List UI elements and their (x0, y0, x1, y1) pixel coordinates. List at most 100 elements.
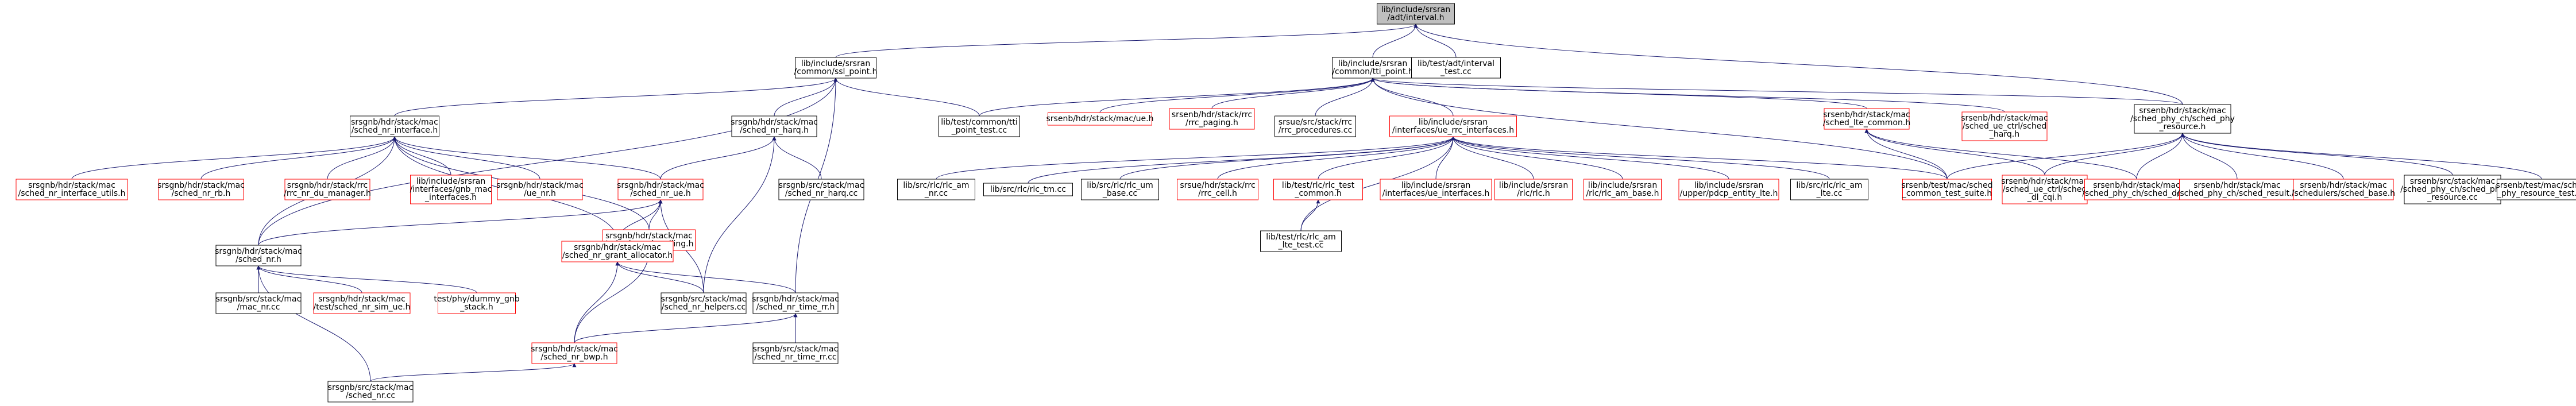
file-node[interactable]: srsgnb/hdr/stack/mac/sched_nr_grant_allo… (561, 241, 674, 262)
file-node[interactable]: srsenb/hdr/stack/mac/sched_phy_ch/sched_… (2082, 179, 2191, 200)
file-node-label: srsue/hdr/stack/rrc (1180, 181, 1255, 190)
file-node-label: srsue/src/stack/rrc (1279, 118, 1352, 127)
file-node[interactable]: srsgnb/src/stack/mac/mac_nr.cc (215, 292, 302, 314)
file-node[interactable]: srsgnb/src/stack/mac/sched_nr.cc (327, 381, 414, 403)
file-node[interactable]: lib/include/srsran/interfaces/gnb_mac_in… (410, 175, 492, 204)
file-node[interactable]: srsgnb/hdr/stack/mac/sched_nr_interface.… (350, 115, 439, 137)
file-node-box (1411, 57, 1501, 79)
file-node[interactable]: srsgnb/hdr/stack/mac/sched_nr.h (215, 245, 302, 266)
file-node[interactable]: srsenb/hdr/stack/mac/sched_ue_ctrl/sched… (2001, 175, 2088, 204)
file-node-label: srsenb/test/mac/sched (2496, 181, 2576, 190)
file-node-label: /sched_nr_interface_utils.h (18, 189, 126, 198)
file-node[interactable]: lib/src/rlc/rlc_um_base.cc (1081, 179, 1159, 200)
file-node-label: _resource.cc (2427, 193, 2477, 202)
file-node[interactable]: srsenb/test/mac/sched_common_test_suite.… (1901, 179, 1993, 200)
file-node[interactable]: lib/test/common/tti_point_test.cc (939, 115, 1020, 137)
dependency-edge (1451, 136, 1729, 180)
file-node[interactable]: lib/src/rlc/rlc_am_lte.cc (1790, 179, 1868, 200)
file-node[interactable]: srsgnb/hdr/stack/mac/sched_nr_rb.h (157, 179, 245, 200)
dependency-edge (394, 78, 838, 117)
file-node-box (1377, 3, 1455, 25)
file-node-label: srsgnb/src/stack/mac (779, 181, 864, 190)
file-node[interactable]: srsenb/hdr/stack/mac/schedulers/sched_ba… (2292, 179, 2395, 200)
file-node-box (327, 381, 414, 403)
file-node[interactable]: srsue/src/stack/rrc/rrc_procedures.cc (1275, 115, 1356, 137)
file-node[interactable]: srsgnb/hdr/stack/mac/ue_nr.h (496, 179, 584, 200)
file-node-label: /sched_phy_ch/sched_result.h (2177, 189, 2297, 198)
file-node[interactable]: srsgnb/src/stack/mac/sched_nr_harq.cc (778, 179, 864, 200)
file-node-label: srsgnb/hdr/stack/mac (731, 118, 818, 127)
file-node-box (1584, 179, 1662, 200)
file-node[interactable]: srsenb/hdr/stack/mac/sched_ue_ctrl/sched… (1961, 111, 2048, 141)
file-node-label: srsenb/hdr/stack/mac (2300, 181, 2386, 190)
dependency-edge (1864, 129, 1948, 180)
file-node-box (1273, 179, 1363, 200)
file-node[interactable]: lib/include/srsran/interfaces/ue_interfa… (1380, 179, 1492, 200)
file-node-label: lib/src/rlc/rlc_um (1087, 181, 1153, 190)
file-node[interactable]: srsgnb/hdr/stack/mac/sched_nr_bwp.h (531, 342, 618, 364)
file-node-label: _test.cc (1440, 67, 1472, 76)
file-node[interactable]: lib/test/rlc/rlc_test_common.h (1273, 179, 1363, 200)
file-node-label: _stack.h (459, 303, 493, 312)
file-node-label: /common/tti_point.h (1332, 67, 1413, 76)
file-node-box (1389, 115, 1517, 137)
file-node-label: srsenb/hdr/stack/mac (2001, 177, 2088, 186)
file-node-box (983, 183, 1073, 196)
file-node-label: /sched_ue_ctrl/sched (2003, 185, 2087, 194)
file-node-label: /rlc/rlc_am_base.h (1586, 189, 1659, 198)
file-node[interactable]: srsgnb/hdr/stack/rrc/rrc_nr_du_manager.h (284, 179, 371, 200)
file-node-box (939, 115, 1020, 137)
file-node-label: _base.cc (1102, 189, 1137, 198)
file-node[interactable]: srsue/hdr/stack/rrc/rrc_cell.h (1177, 179, 1258, 200)
file-node-label: /mac_nr.cc (237, 303, 280, 312)
file-node-box (2404, 175, 2501, 204)
file-node-box (158, 179, 244, 200)
dependency-edge (615, 261, 704, 293)
file-node[interactable]: lib/include/srsran/adt/interval.h (1377, 3, 1455, 25)
file-node[interactable]: srsgnb/hdr/stack/mac/sched_nr_harq.h (731, 115, 818, 137)
file-node-label: /sched_nr_time_rr.h (756, 303, 835, 312)
file-node[interactable]: srsenb/test/mac/sched_phy_resource_test.… (2496, 179, 2576, 200)
dependency-edge (392, 136, 661, 180)
file-nodes: lib/include/srsran/adt/interval.h lib/inc… (16, 3, 2576, 403)
file-node-label: srsgnb/hdr/stack/rrc (287, 181, 368, 190)
file-node-label: srsenb/hdr/stack/mac (2193, 181, 2280, 190)
file-node[interactable]: srsenb/hdr/stack/mac/sched_lte_common.h (1823, 108, 1910, 130)
file-node-label: /interfaces/gnb_mac (410, 185, 492, 194)
file-node[interactable]: lib/test/adt/interval_test.cc (1411, 57, 1501, 79)
file-node[interactable]: srsenb/src/stack/mac/sched_phy_ch/sched_… (2400, 175, 2505, 204)
file-node[interactable]: lib/include/srsran/interfaces/ue_rrc_int… (1389, 115, 1517, 137)
file-node-label: /rrc_cell.h (1198, 189, 1237, 198)
file-node[interactable]: lib/include/srsran/common/tti_point.h (1332, 57, 1413, 79)
file-node[interactable]: srsgnb/hdr/stack/mac/sched_nr_time_rr.h (752, 292, 839, 314)
file-node-label: /sched_lte_common.h (1823, 118, 1910, 127)
file-node[interactable]: test/phy/dummy_gnb_stack.h (434, 292, 520, 314)
file-node-box (1081, 179, 1159, 200)
file-node[interactable]: lib/include/srsran/upper/pdcp_entity_lte… (1678, 179, 1779, 200)
file-node[interactable]: lib/include/srsran/rlc/rlc.h (1494, 179, 1573, 200)
file-node-label: srsgnb/hdr/stack/mac (351, 118, 438, 127)
dependency-edge (615, 261, 796, 293)
file-node-box (1678, 179, 1779, 200)
dependency-edge (1413, 24, 1457, 58)
file-node[interactable]: srsgnb/src/stack/mac/sched_nr_time_rr.cc (752, 342, 839, 364)
file-node-label: lib/include/srsran (1694, 181, 1763, 190)
file-node[interactable]: lib/src/rlc/rlc_tm.cc (983, 183, 1073, 196)
file-node[interactable]: srsenb/hdr/stack/mac/sched_phy_ch/sched_… (2130, 104, 2235, 134)
dependency-edge (648, 199, 663, 230)
file-node-box (2293, 179, 2394, 200)
file-node[interactable]: lib/test/rlc/rlc_am_lte_test.cc (1260, 230, 1342, 252)
file-node-box (1275, 115, 1356, 137)
file-node[interactable]: lib/src/rlc/rlc_am_nr.cc (897, 179, 975, 200)
file-node[interactable]: srsenb/hdr/stack/mac/ue.h (1046, 112, 1154, 126)
file-node[interactable]: srsenb/hdr/stack/rrc/rrc_paging.h (1169, 108, 1255, 130)
file-node[interactable]: lib/include/srsran/common/ssl_point.h (794, 57, 878, 79)
file-node[interactable]: srsenb/hdr/stack/mac/sched_phy_ch/sched_… (2177, 179, 2297, 200)
file-node[interactable]: srsgnb/hdr/stack/mac/sched_nr_ue.h (617, 179, 704, 200)
file-node[interactable]: lib/include/srsran/rlc/rlc_am_base.h (1584, 179, 1662, 200)
file-node-label: /interfaces/ue_interfaces.h (1382, 189, 1490, 198)
file-node[interactable]: srsgnb/src/stack/mac/sched_nr_helpers.cc (661, 292, 747, 314)
file-node[interactable]: srsgnb/hdr/stack/mac/sched_nr_interface_… (16, 179, 128, 200)
file-node[interactable]: srsgnb/hdr/stack/mac/test/sched_nr_sim_u… (313, 292, 411, 314)
dependency-edge (71, 136, 397, 180)
